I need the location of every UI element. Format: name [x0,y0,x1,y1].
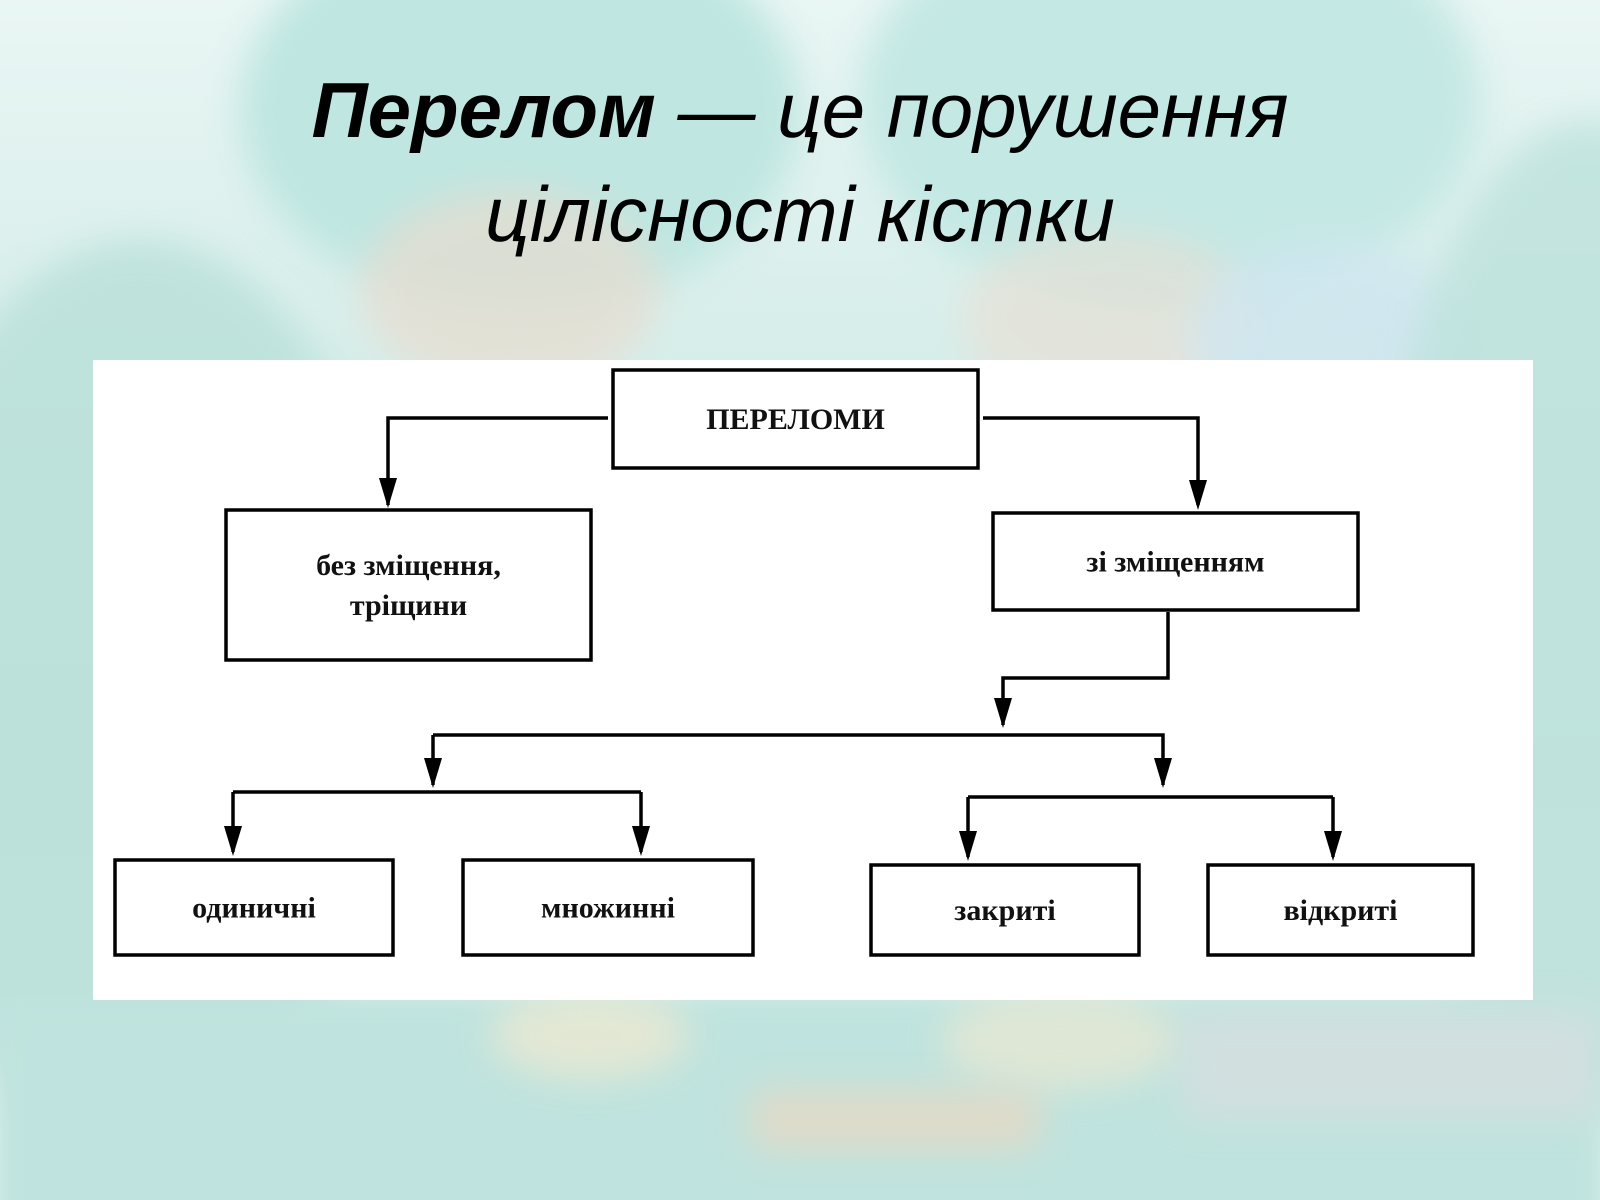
edge-level-split [433,733,1165,785]
arrow-multiple [632,826,650,856]
node-box-single [113,858,395,957]
title-bold-word: Перелом [311,66,656,154]
node-label-multiple: множинні [541,892,675,925]
node-box-closed [869,863,1141,957]
node-box-multiple [461,858,755,957]
node-box-root [611,368,980,470]
arrow-right-group [1154,758,1172,788]
arrow-open [1324,831,1342,861]
slide-title: Перелом — це порушення цілісності кістки [0,58,1600,266]
arrow-left-group [424,758,442,788]
arrow-closed [959,831,977,861]
title-line-1: Перелом — це порушення [311,66,1288,154]
node-label-single: одиничні [192,892,316,925]
node-box-no-displacement [224,508,593,662]
fracture-classification-diagram: ПЕРЕЛОМИ без зміщення, тріщини зі зміщенням… [113,368,1475,957]
title-rest: — це порушення [655,66,1289,154]
node-label-no-displacement: тріщини [350,589,467,622]
arrow-displacement-junction [994,698,1012,728]
node-label-no-displacement: без зміщення, [316,549,501,582]
edge-displacement-down [1001,612,1170,725]
arrow-with-displacement [1189,480,1207,510]
node-box-with-displacement [991,511,1360,612]
node-box-open [1206,863,1475,957]
title-line-2: цілісності кістки [485,170,1115,258]
node-label-open: відкриті [1283,894,1397,927]
node-label-with-displacement: зі зміщенням [1086,546,1264,579]
edge-root-to-with-displacement [983,416,1200,505]
edge-root-to-no-displacement [386,416,608,505]
arrow-no-displacement [379,478,397,508]
diagram-panel: ПЕРЕЛОМИ без зміщення, тріщини зі зміщенням… [93,360,1533,1000]
node-label-closed: закриті [954,894,1055,927]
node-label-root: ПЕРЕЛОМИ [706,403,885,436]
arrow-single [224,826,242,856]
